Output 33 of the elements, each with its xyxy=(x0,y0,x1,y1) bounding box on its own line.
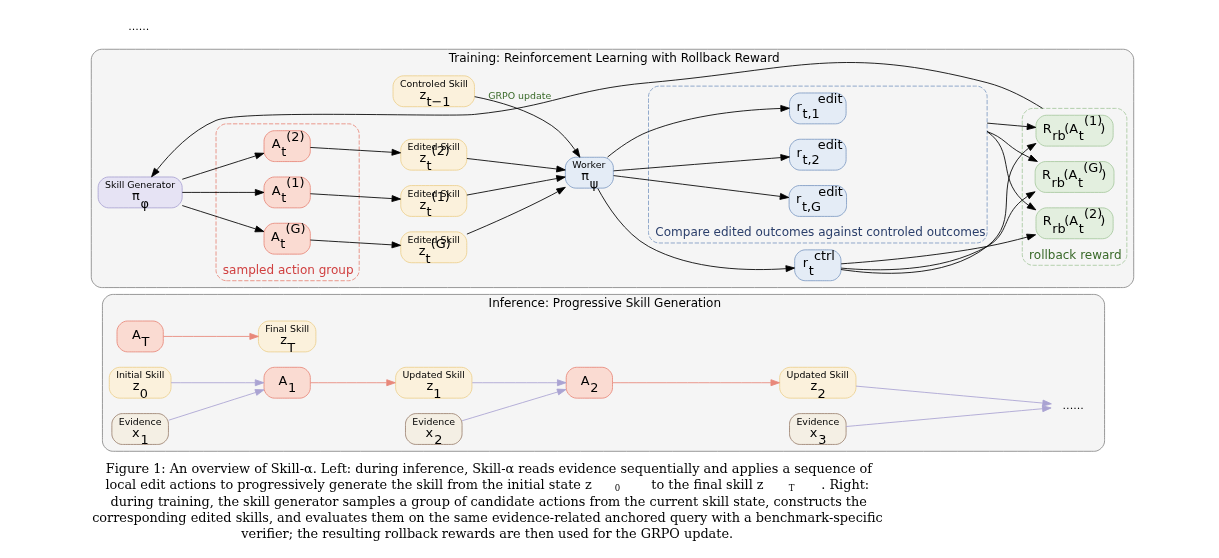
arrow xyxy=(840,142,1037,274)
arrow xyxy=(612,379,780,387)
edge-label: GRPO update xyxy=(488,89,552,101)
arrow xyxy=(845,405,1052,427)
arrow xyxy=(855,385,1052,407)
arrow xyxy=(309,147,402,156)
label: ...... xyxy=(128,19,150,33)
arrow xyxy=(309,239,402,249)
arrow xyxy=(168,389,265,421)
arrow xyxy=(597,188,796,273)
arrow xyxy=(181,205,265,233)
arrow xyxy=(986,131,1037,211)
arrow xyxy=(170,379,265,387)
arrow xyxy=(309,379,396,387)
arrow xyxy=(474,96,581,158)
arrow xyxy=(840,233,1037,265)
arrow xyxy=(986,131,1038,162)
arrow xyxy=(151,62,1044,178)
arrow xyxy=(613,154,790,172)
arrow xyxy=(466,158,566,173)
arrow xyxy=(466,175,566,196)
arrow xyxy=(613,175,790,200)
arrow xyxy=(466,186,566,235)
node-text: ...... xyxy=(1062,398,1084,412)
arrow xyxy=(181,189,265,196)
arrow xyxy=(607,105,790,158)
arrow xyxy=(471,379,567,387)
arrow xyxy=(309,193,402,202)
arrow xyxy=(461,388,567,422)
arrow xyxy=(840,191,1036,271)
arrow xyxy=(162,333,259,340)
arrow xyxy=(986,122,1037,131)
arrow xyxy=(181,152,265,180)
